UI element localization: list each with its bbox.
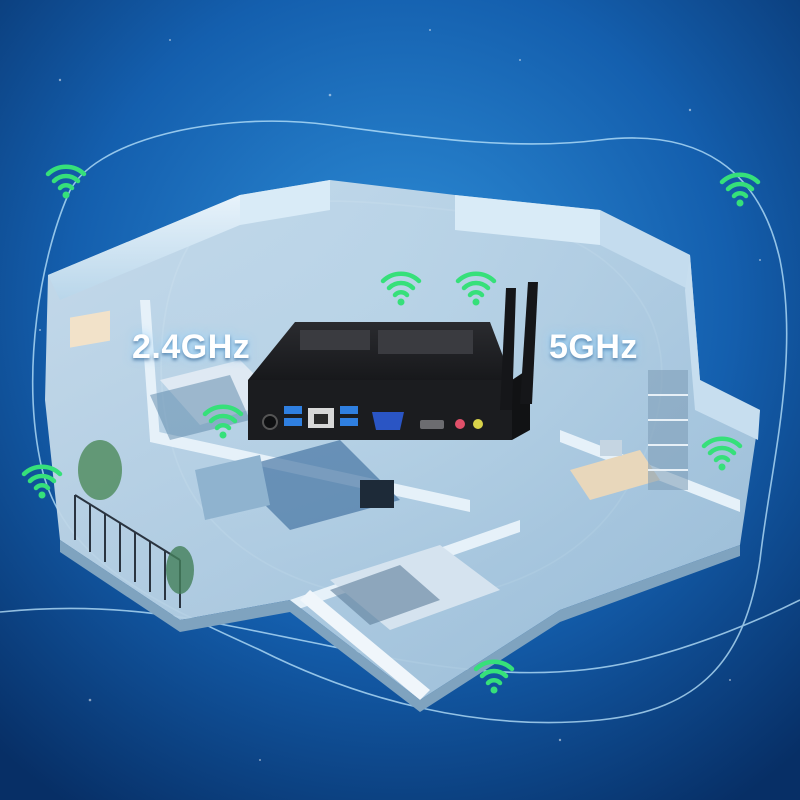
- house-floorplan: [45, 180, 760, 712]
- vga-port: [372, 412, 404, 430]
- dc-power-port: [262, 414, 278, 430]
- vent-grille: [300, 330, 473, 354]
- mic-jack: [455, 419, 465, 429]
- antenna-left: [500, 288, 516, 410]
- band-label-2-4ghz: 2.4GHz: [132, 328, 251, 366]
- hdmi-port: [420, 420, 444, 429]
- band-label-5ghz: 5GHz: [549, 328, 638, 366]
- mini-pc-device: [248, 282, 538, 440]
- stars: [39, 29, 761, 761]
- antenna-right: [520, 282, 538, 404]
- audio-jack: [473, 419, 483, 429]
- usb-port-2: [284, 418, 302, 426]
- usb-port-4: [340, 418, 358, 426]
- usb-port-3: [340, 406, 358, 414]
- usb-port-1: [284, 406, 302, 414]
